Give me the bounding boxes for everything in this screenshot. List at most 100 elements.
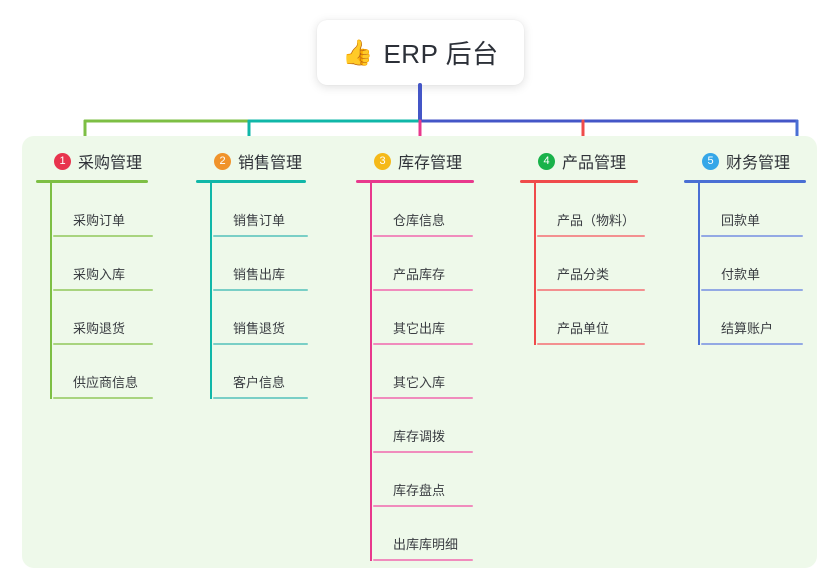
leaf-node[interactable]: 供应商信息 <box>53 345 153 399</box>
branch-number-badge: 4 <box>538 152 555 170</box>
branch-column-5: 5 财务管理回款单付款单结算账户 <box>684 148 806 345</box>
leaf-rule <box>373 289 473 291</box>
branch-header-rule <box>520 180 638 183</box>
branch-title: 产品管理 <box>562 155 627 172</box>
branch-header-rule <box>356 180 474 183</box>
branch-leaf-list: 仓库信息产品库存其它出库其它入库库存调拨库存盘点出库库明细 <box>356 183 473 561</box>
branch-header-3[interactable]: 3 库存管理 <box>356 148 471 174</box>
root-node-card[interactable]: 👍 ERP 后台 <box>317 20 524 85</box>
leaf-rule <box>53 235 153 237</box>
branch-number-badge: 2 <box>214 152 231 170</box>
branch-leaf-list: 销售订单销售出库销售退货客户信息 <box>196 183 308 399</box>
branch-spine <box>210 183 212 399</box>
branch-number-badge: 1 <box>54 152 71 170</box>
branch-spine <box>50 183 52 399</box>
leaf-rule <box>213 343 308 345</box>
branch-number-badge: 3 <box>374 152 391 170</box>
thumbs-up-icon: 👍 <box>342 38 374 67</box>
leaf-label: 客户信息 <box>233 375 286 390</box>
leaf-label: 付款单 <box>721 267 761 282</box>
leaf-label: 采购订单 <box>73 213 126 228</box>
branches-panel <box>22 136 817 568</box>
leaf-rule <box>373 451 473 453</box>
branch-header-5[interactable]: 5 财务管理 <box>684 148 804 174</box>
leaf-rule <box>53 397 153 399</box>
leaf-label: 库存盘点 <box>393 483 446 498</box>
leaf-rule <box>213 289 308 291</box>
branch-header-rule <box>684 180 806 183</box>
leaf-node[interactable]: 采购订单 <box>53 183 153 237</box>
branch-header-4[interactable]: 4 产品管理 <box>520 148 638 174</box>
leaf-label: 产品库存 <box>393 267 446 282</box>
leaf-rule <box>701 289 803 291</box>
leaf-rule <box>701 343 803 345</box>
leaf-node[interactable]: 产品单位 <box>537 291 645 345</box>
leaf-label: 库存调拨 <box>393 429 446 444</box>
branch-column-4: 4 产品管理产品（物料） 产品分类产品单位 <box>520 148 645 345</box>
branch-leaf-list: 产品（物料） 产品分类产品单位 <box>520 183 645 345</box>
leaf-rule <box>537 289 645 291</box>
leaf-rule <box>373 235 473 237</box>
leaf-node[interactable]: 销售出库 <box>213 237 308 291</box>
root-node-title: ERP 后台 <box>383 39 499 69</box>
leaf-rule <box>373 397 473 399</box>
leaf-node[interactable]: 回款单 <box>701 183 804 237</box>
leaf-label: 销售出库 <box>233 267 286 282</box>
branch-spine <box>698 183 700 345</box>
branch-title: 库存管理 <box>398 155 463 172</box>
leaf-node[interactable]: 产品（物料） <box>537 183 645 237</box>
branch-column-1: 1 采购管理采购订单采购入库采购退货供应商信息 <box>36 148 153 399</box>
leaf-label: 产品单位 <box>557 321 610 336</box>
leaf-rule <box>53 343 153 345</box>
leaf-label: 采购入库 <box>73 267 126 282</box>
branch-title: 销售管理 <box>238 155 303 172</box>
leaf-node[interactable]: 库存盘点 <box>373 453 473 507</box>
leaf-node[interactable]: 销售订单 <box>213 183 308 237</box>
leaf-label: 出库库明细 <box>393 537 459 552</box>
branch-leaf-list: 采购订单采购入库采购退货供应商信息 <box>36 183 153 399</box>
leaf-rule <box>213 397 308 399</box>
leaf-label: 其它出库 <box>393 321 446 336</box>
leaf-label: 结算账户 <box>721 321 774 336</box>
leaf-label: 采购退货 <box>73 321 126 336</box>
leaf-node[interactable]: 其它出库 <box>373 291 473 345</box>
branch-header-rule <box>196 180 306 183</box>
leaf-node[interactable]: 客户信息 <box>213 345 308 399</box>
leaf-label: 产品（物料） <box>557 213 636 228</box>
leaf-label: 其它入库 <box>393 375 446 390</box>
leaf-node[interactable]: 销售退货 <box>213 291 308 345</box>
leaf-node[interactable]: 采购入库 <box>53 237 153 291</box>
leaf-rule <box>701 235 803 237</box>
branch-title: 财务管理 <box>726 155 791 172</box>
branch-header-1[interactable]: 1 采购管理 <box>36 148 151 174</box>
leaf-node[interactable]: 产品库存 <box>373 237 473 291</box>
leaf-node[interactable]: 结算账户 <box>701 291 804 345</box>
leaf-rule <box>53 289 153 291</box>
leaf-rule <box>373 559 473 561</box>
branch-title: 采购管理 <box>78 155 143 172</box>
branch-spine <box>534 183 536 345</box>
branch-spine <box>370 183 372 561</box>
leaf-node[interactable]: 产品分类 <box>537 237 645 291</box>
branch-header-2[interactable]: 2 销售管理 <box>196 148 306 174</box>
leaf-rule <box>213 235 308 237</box>
leaf-node[interactable]: 库存调拨 <box>373 399 473 453</box>
branch-header-rule <box>36 180 148 183</box>
leaf-label: 供应商信息 <box>73 375 139 390</box>
leaf-node[interactable]: 其它入库 <box>373 345 473 399</box>
leaf-label: 销售订单 <box>233 213 286 228</box>
leaf-node[interactable]: 付款单 <box>701 237 804 291</box>
leaf-label: 仓库信息 <box>393 213 446 228</box>
branch-number-badge: 5 <box>702 152 719 170</box>
leaf-label: 销售退货 <box>233 321 286 336</box>
leaf-node[interactable]: 出库库明细 <box>373 507 473 561</box>
leaf-node[interactable]: 采购退货 <box>53 291 153 345</box>
leaf-label: 产品分类 <box>557 267 610 282</box>
leaf-rule <box>373 505 473 507</box>
leaf-label: 回款单 <box>721 213 761 228</box>
branch-column-2: 2 销售管理销售订单销售出库销售退货客户信息 <box>196 148 308 399</box>
leaf-rule <box>373 343 473 345</box>
branch-column-3: 3 库存管理仓库信息产品库存其它出库其它入库库存调拨库存盘点出库库明细 <box>356 148 474 561</box>
leaf-node[interactable]: 仓库信息 <box>373 183 473 237</box>
